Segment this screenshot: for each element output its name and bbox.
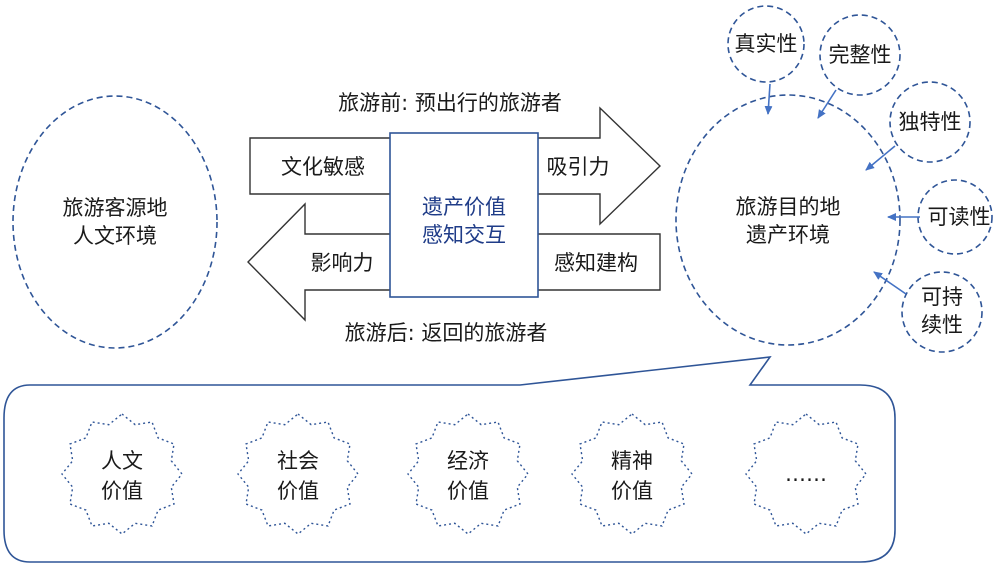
attribute-integrity: 完整性: [817, 14, 901, 119]
uniqueness-circle: [889, 81, 971, 163]
value-badge-outline: [745, 413, 867, 535]
value-badge-line1: 经济: [447, 449, 489, 473]
source-circle: [12, 95, 218, 349]
sustainability-label-line2: 续性: [921, 313, 963, 337]
destination-region: 旅游目的地 遗产环境: [675, 94, 901, 346]
integrity-arrow: [817, 89, 837, 119]
readability-circle: [917, 179, 993, 255]
value-badge-line2: 价值: [447, 479, 489, 503]
left-arrow-right-label: 感知建构: [554, 251, 638, 275]
source-label-line1: 旅游客源地: [63, 196, 168, 220]
value-badge-line2: 价值: [277, 479, 319, 503]
integrity-circle: [819, 14, 901, 96]
authenticity-arrow: [764, 83, 773, 115]
attribute-sustainability: 可持 续性: [873, 271, 983, 353]
value-badges: 人文价值社会价值经济价值精神价值……: [61, 413, 867, 535]
integrity-label: 完整性: [829, 43, 892, 67]
right-arrow-right-label: 吸引力: [547, 155, 610, 179]
authenticity-label: 真实性: [735, 32, 798, 56]
destination-circle: [675, 94, 901, 346]
sustainability-label-line1: 可持: [921, 285, 963, 309]
value-badge-ellipsis: ……: [785, 462, 827, 486]
attribute-authenticity: 真实性: [727, 5, 805, 115]
center-label-line2: 感知交互: [422, 223, 506, 247]
value-badge-outline: [237, 413, 359, 535]
center-label-line1: 遗产价值: [422, 195, 506, 219]
center-box-group: 遗产价值 感知交互: [389, 132, 539, 298]
value-badge-line1: 人文: [101, 449, 143, 473]
center-box: [389, 132, 539, 298]
value-badge-outline: [571, 413, 693, 535]
top-caption: 旅游前: 预出行的旅游者: [338, 91, 562, 115]
bottom-caption: 旅游后: 返回的旅游者: [345, 321, 548, 345]
authenticity-circle: [727, 5, 805, 83]
value-badge-line1: 精神: [611, 449, 653, 473]
attribute-readability: 可读性: [887, 179, 993, 255]
sustainability-arrow: [873, 271, 907, 295]
value-badge-line2: 价值: [101, 479, 143, 503]
attribute-uniqueness: 独特性: [865, 81, 971, 171]
value-badge-line2: 价值: [611, 479, 653, 503]
value-badge-outline: [61, 413, 183, 535]
left-arrow-left-label: 影响力: [311, 251, 374, 275]
right-arrow-left-label: 文化敏感: [281, 155, 365, 179]
sustainability-circle: [901, 271, 983, 353]
destination-label-line2: 遗产环境: [746, 223, 830, 247]
uniqueness-label: 独特性: [899, 110, 962, 134]
values-callout: [3, 356, 896, 563]
uniqueness-arrow: [865, 145, 896, 171]
readability-label: 可读性: [928, 205, 991, 229]
source-label-line2: 人文环境: [73, 224, 157, 248]
value-badge: ……: [745, 413, 867, 535]
source-region: 旅游客源地 人文环境: [12, 95, 218, 349]
destination-label-line1: 旅游目的地: [736, 195, 841, 219]
value-badge-outline: [407, 413, 529, 535]
value-badge-line1: 社会: [277, 449, 319, 473]
